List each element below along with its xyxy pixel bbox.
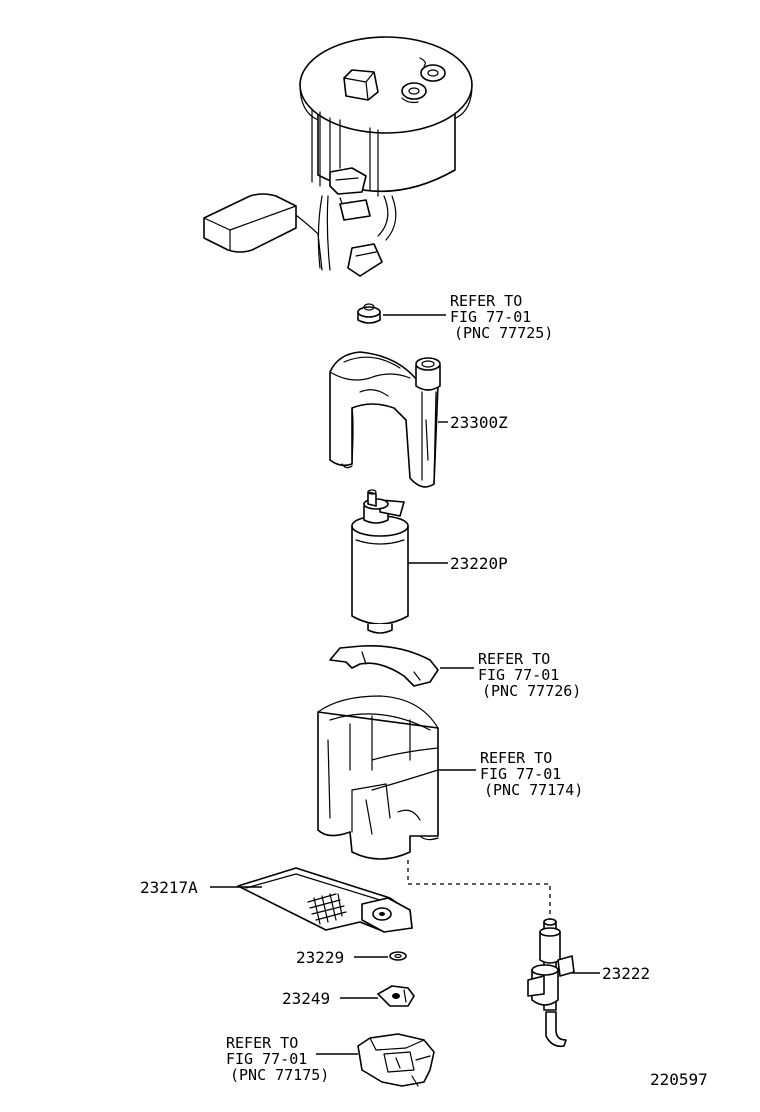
label-23229: 23229 [296, 948, 344, 967]
label-23220p: 23220P [450, 554, 508, 573]
ref-cup-line-2: FIG 77-01 [480, 765, 561, 783]
label-23249: 23249 [282, 989, 330, 1008]
dashed-connection [407, 860, 551, 920]
label-23222: 23222 [602, 964, 650, 983]
ref-bottom-line-2: FIG 77-01 [226, 1050, 307, 1068]
grommet-part [357, 303, 381, 324]
jet-pump-23222 [527, 918, 575, 1048]
label-23217a: 23217A [140, 878, 198, 897]
ref-retainer-line-2: FIG 77-01 [478, 666, 559, 684]
ref-top-line-3: (PNC 77725) [454, 324, 553, 342]
pump-module-flange-assembly [203, 36, 473, 277]
suction-filter-23217a [237, 867, 413, 933]
label-23300z: 23300Z [450, 413, 508, 432]
fuel-filter-23300z [329, 351, 441, 488]
ref-retainer-line-3: (PNC 77726) [482, 682, 581, 700]
ref-cup-line-3: (PNC 77174) [484, 781, 583, 799]
sub-tank-cup [317, 695, 439, 860]
clip-23249 [377, 985, 415, 1007]
ref-retainer-line-1: REFER TO [478, 650, 550, 668]
retainer-part [329, 644, 439, 687]
fuel-pump-23220p [351, 489, 409, 634]
ref-top-line-2: FIG 77-01 [450, 308, 531, 326]
bottom-bracket [357, 1033, 435, 1087]
ref-top-line-1: REFER TO [450, 292, 522, 310]
ref-cup-line-1: REFER TO [480, 749, 552, 767]
ref-bottom-line-1: REFER TO [226, 1034, 298, 1052]
ref-bottom-line-3: (PNC 77175) [230, 1066, 329, 1084]
o-ring-23229 [389, 951, 407, 961]
figure-id: 220597 [650, 1070, 708, 1089]
